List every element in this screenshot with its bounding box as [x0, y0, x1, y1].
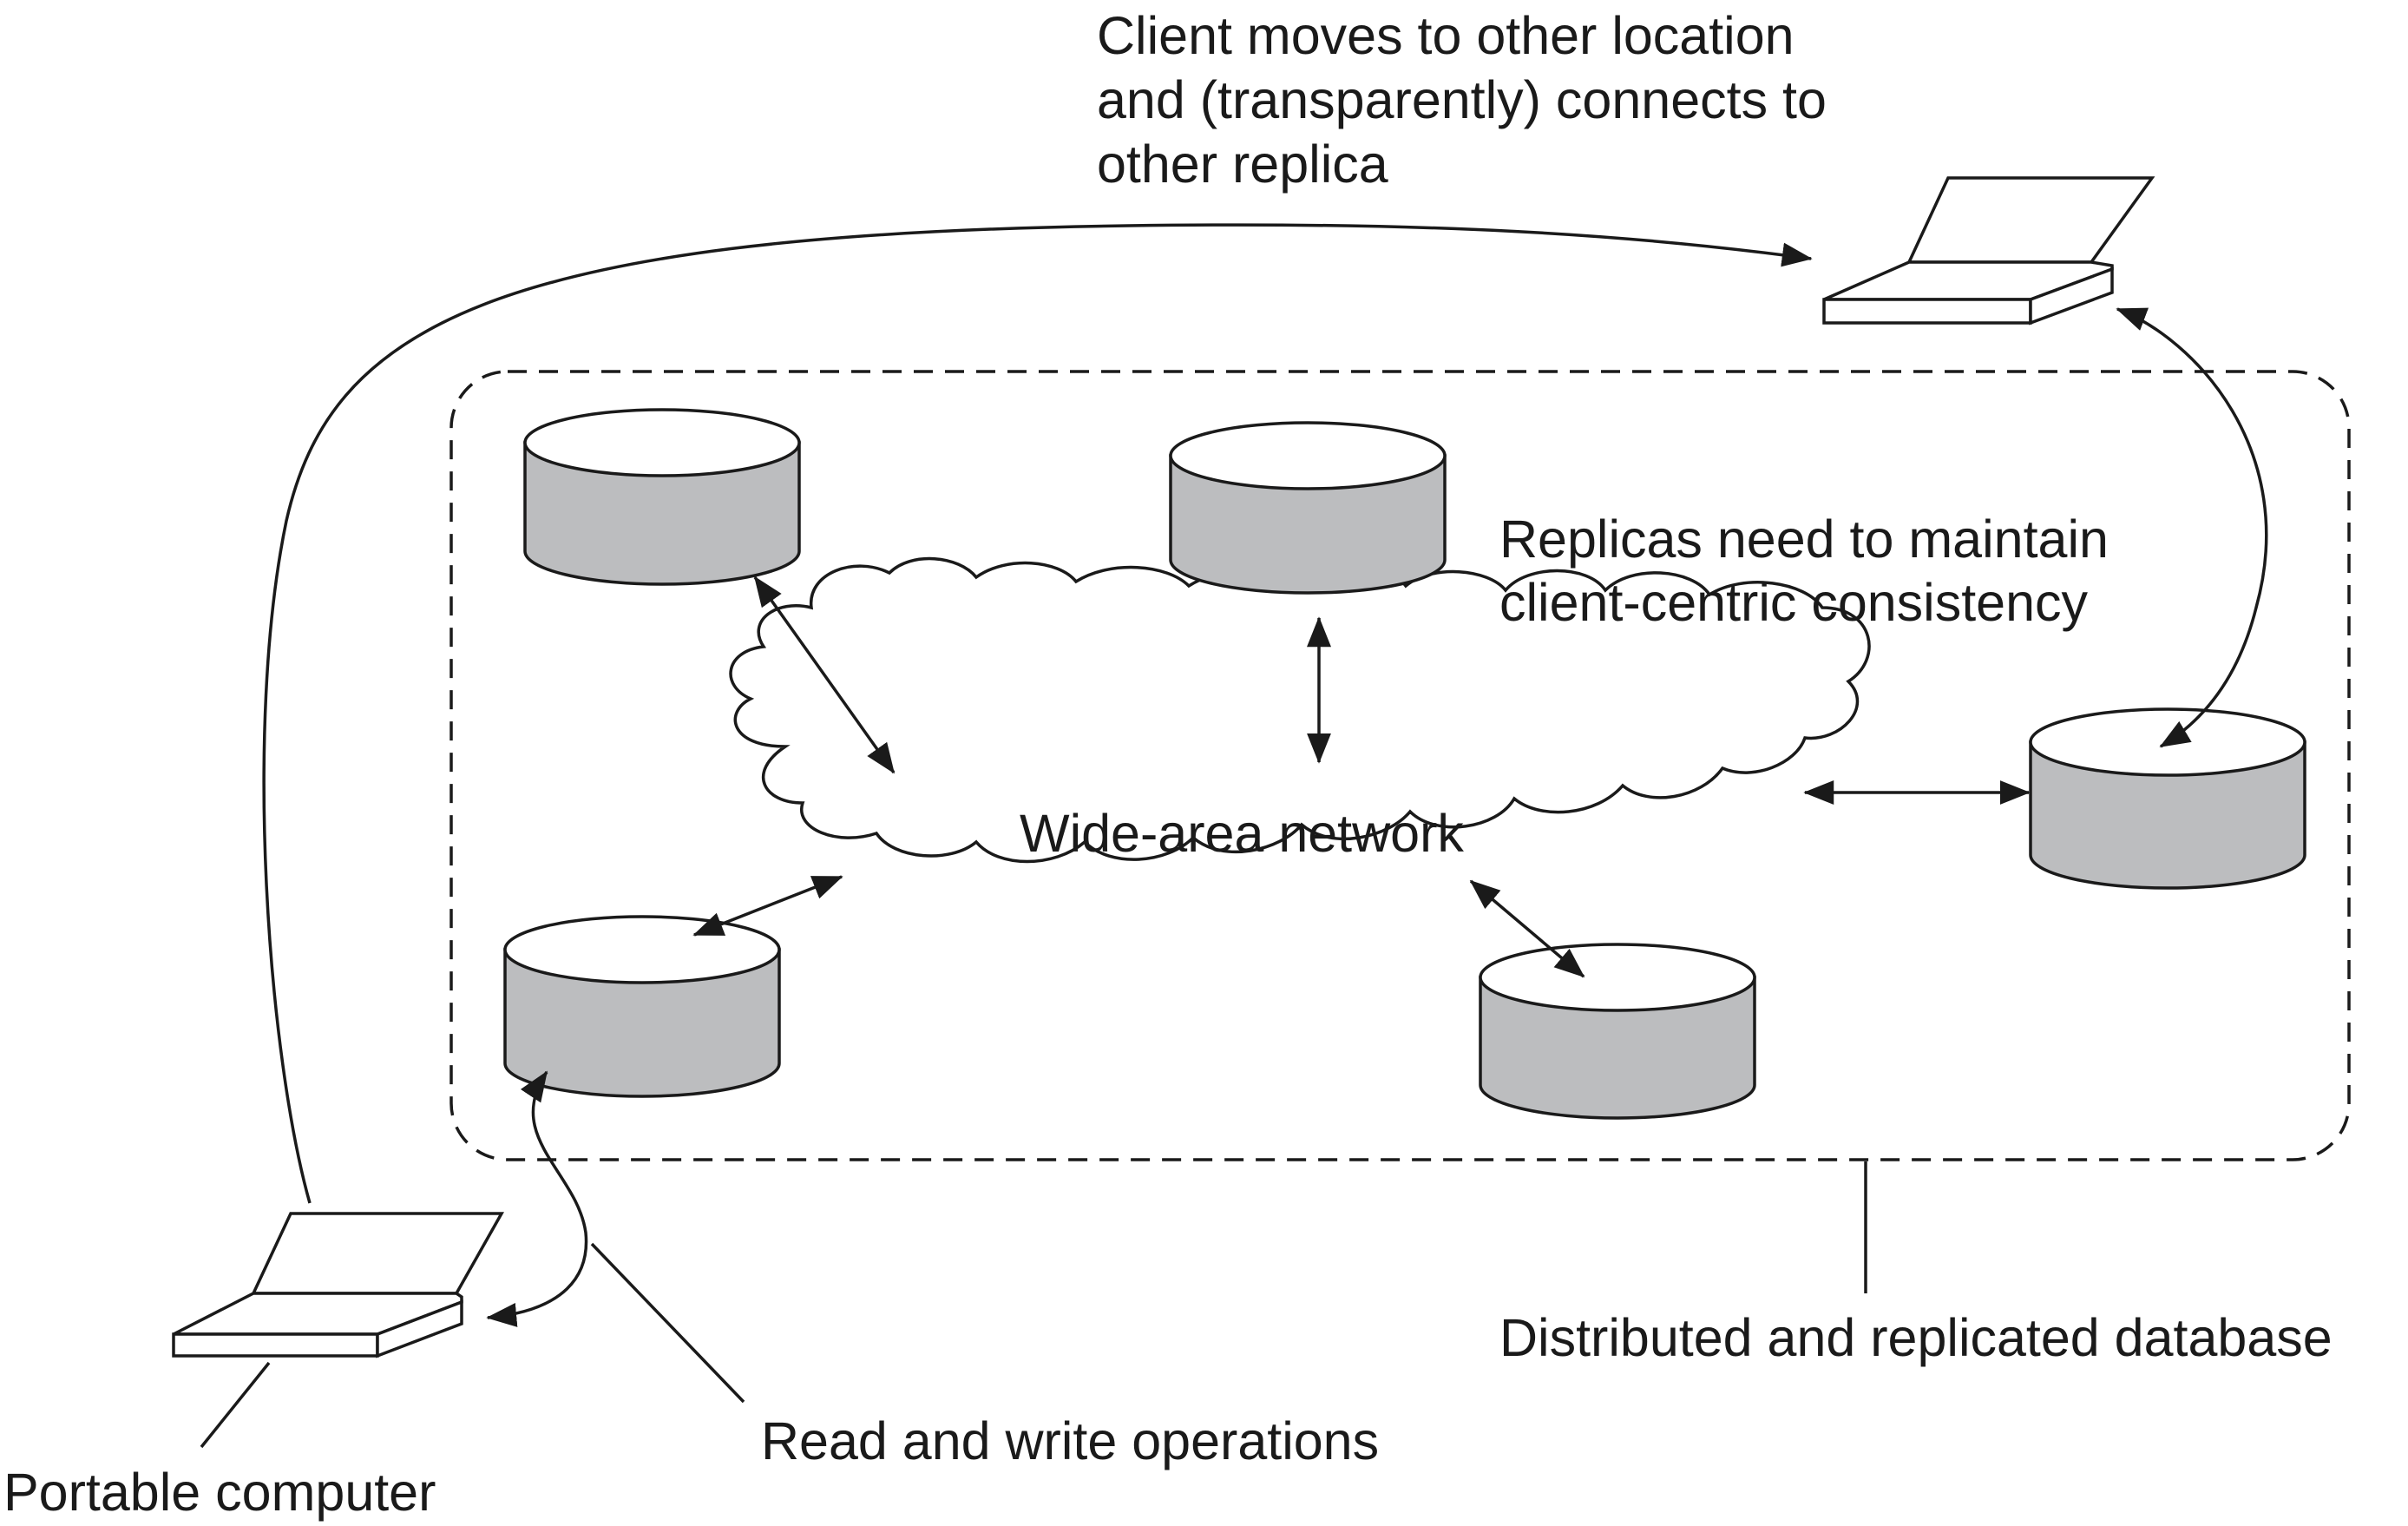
- client-moves-label-line1: Client moves to other location: [1097, 6, 1795, 65]
- cloud-icon: [729, 556, 1871, 864]
- laptop-icon: [1822, 176, 2155, 326]
- read-write-leader: [590, 1242, 745, 1404]
- distributed-db-label: Distributed and replicated database: [1499, 1308, 2333, 1367]
- replica-bottom-center: [1479, 943, 1756, 1120]
- replicas-label-line2: client-centric consistency: [1499, 573, 2089, 632]
- database-boundary: [449, 370, 2351, 1161]
- network-label: Wide-area network: [1020, 804, 1464, 863]
- client-moves-label-line3: other replica: [1097, 135, 1388, 194]
- replica-top-center: [1169, 421, 1447, 595]
- replica-bottom-left: [503, 915, 781, 1098]
- laptop-icon: [172, 1212, 504, 1358]
- link-bottom-left-replica: [692, 875, 843, 937]
- read-write-arrow: [486, 1070, 588, 1327]
- database-cylinder-icon: [2029, 740, 2306, 890]
- moved-client-link: [2116, 307, 2268, 748]
- client-move-arrow: [262, 223, 1813, 1204]
- replica-right: [2029, 707, 2306, 890]
- link-bottom-center-replica: [1469, 879, 1585, 978]
- database-cylinder-icon: [1169, 454, 1447, 595]
- link-top-left-replica: [753, 576, 896, 774]
- replica-top-left: [523, 408, 801, 586]
- database-cylinder-icon: [523, 441, 801, 586]
- portable-computer-label: Portable computer: [3, 1463, 436, 1522]
- replicas-label-line1: Replicas need to maintain: [1499, 510, 2109, 569]
- client-moves-label-line2: and (transparently) connects to: [1097, 70, 1827, 129]
- portable-computer-leader: [200, 1361, 271, 1449]
- read-write-label: Read and write operations: [761, 1411, 1379, 1470]
- database-cylinder-icon: [1479, 976, 1756, 1120]
